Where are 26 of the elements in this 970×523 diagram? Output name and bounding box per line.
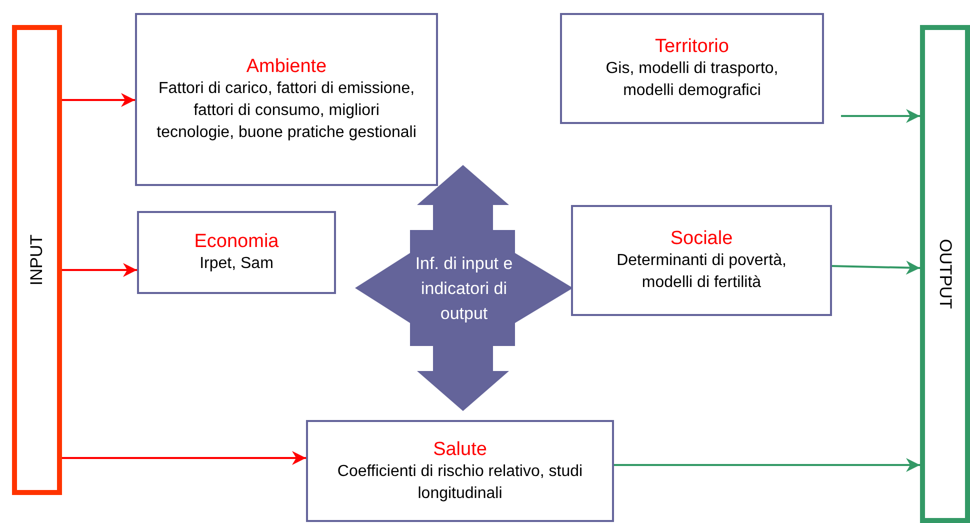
arrow [832,260,920,275]
box-text: Coefficienti di rischio relativo, studi longitudinali [336,462,584,504]
arrow [62,93,135,107]
arrow [62,263,137,277]
category-box [306,420,614,522]
box-text: Gis, modelli di trasporto, modelli demografici [604,59,780,101]
box-heading: Ambiente [246,55,327,78]
box-heading: Economia [194,230,279,253]
output-bar [920,25,970,523]
category-box [137,211,336,294]
box-text: Irpet, Sam [200,254,274,274]
category-box [560,13,824,124]
arrow [62,451,306,465]
box-text: Fattori di carico, fattori di emissione, fattori di consumo, migliori tecnologie, buone pratiche gestionali [156,79,418,143]
category-box [135,13,438,186]
side-label: OUTPUT [935,239,955,309]
box-heading: Territorio [655,35,729,58]
center-text: Inf. di input e indicatori di output [414,252,514,324]
input-bar [12,25,62,495]
box-text: Determinanti di povertà, modelli di fertilità [616,251,788,293]
side-label: INPUT [27,234,47,286]
box-heading: Sociale [670,227,733,250]
box-heading: Salute [433,438,487,460]
arrow [841,109,920,123]
category-box [571,205,832,316]
arrow [614,458,920,472]
